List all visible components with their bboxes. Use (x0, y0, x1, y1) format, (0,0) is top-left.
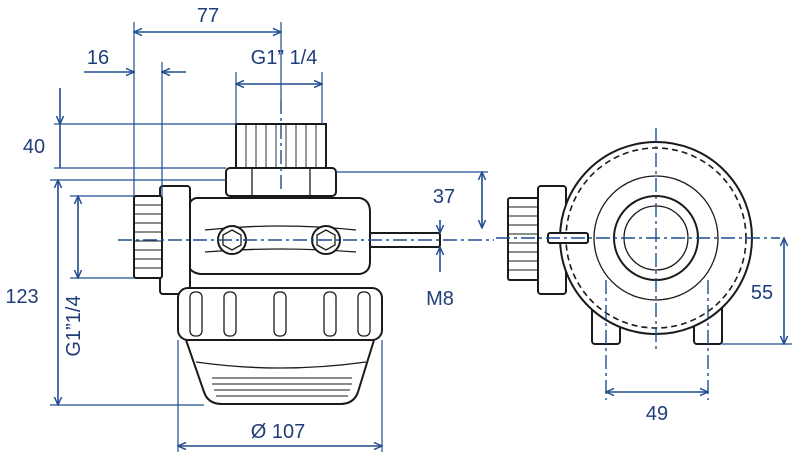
top-view-filter-body (507, 141, 753, 345)
dim-top-thread: G1” 1/4 (251, 47, 318, 69)
top-view-dimensions: 55 49 (496, 128, 792, 425)
dim-overall-width: 77 (197, 5, 219, 27)
dim-total-height: 123 (5, 286, 38, 308)
dim-top-height: 40 (23, 136, 45, 158)
dim-bolt-offset: 37 (433, 186, 455, 208)
dim-axis-height: 55 (751, 282, 773, 304)
side-view-filter-body (133, 123, 441, 405)
dim-foot-spacing: 49 (646, 403, 668, 425)
dim-side-thread: G1”1/4 (63, 295, 85, 356)
dim-inlet-offset: 16 (87, 47, 109, 69)
dim-bowl-diameter: Ø 107 (251, 421, 305, 443)
dim-bolt: M8 (426, 288, 454, 310)
side-view-dimensions: 77 16 G1” 1/4 40 123 G1”1/4 37 (5, 5, 494, 452)
